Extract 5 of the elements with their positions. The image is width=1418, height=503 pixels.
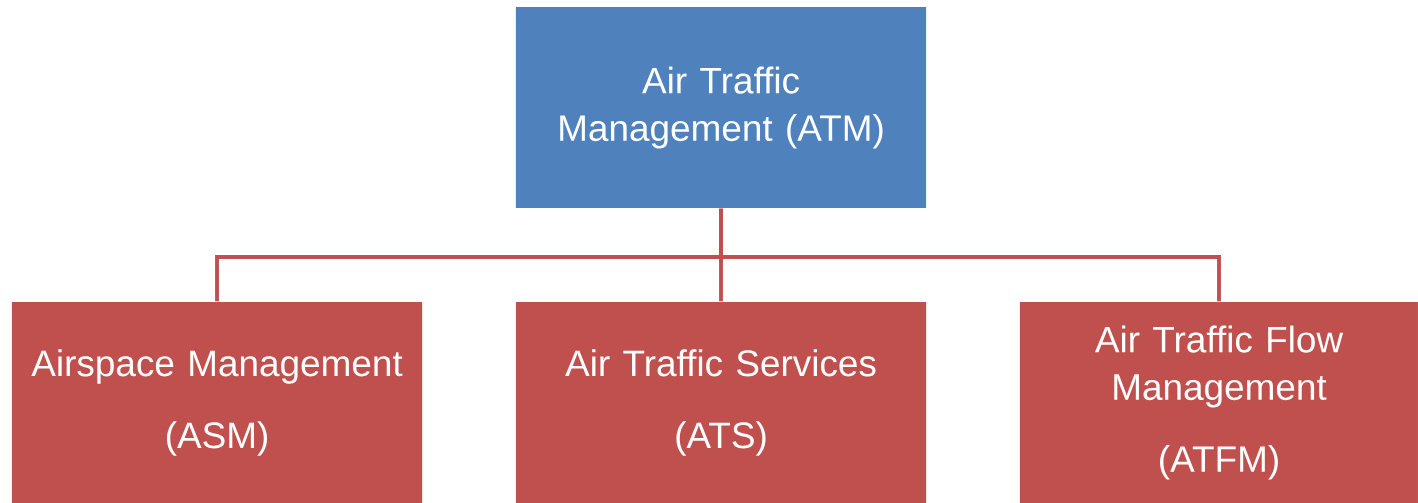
category-box: Air Traffic Services (ATS) bbox=[515, 301, 927, 503]
category-box: Air Traffic Flow Management (ATFM) bbox=[1019, 301, 1418, 503]
category-box: Airspace Management (ASM) bbox=[11, 301, 423, 503]
title-box: Air Traffic Management (ATM) bbox=[515, 6, 927, 209]
connector-line bbox=[719, 208, 1221, 302]
